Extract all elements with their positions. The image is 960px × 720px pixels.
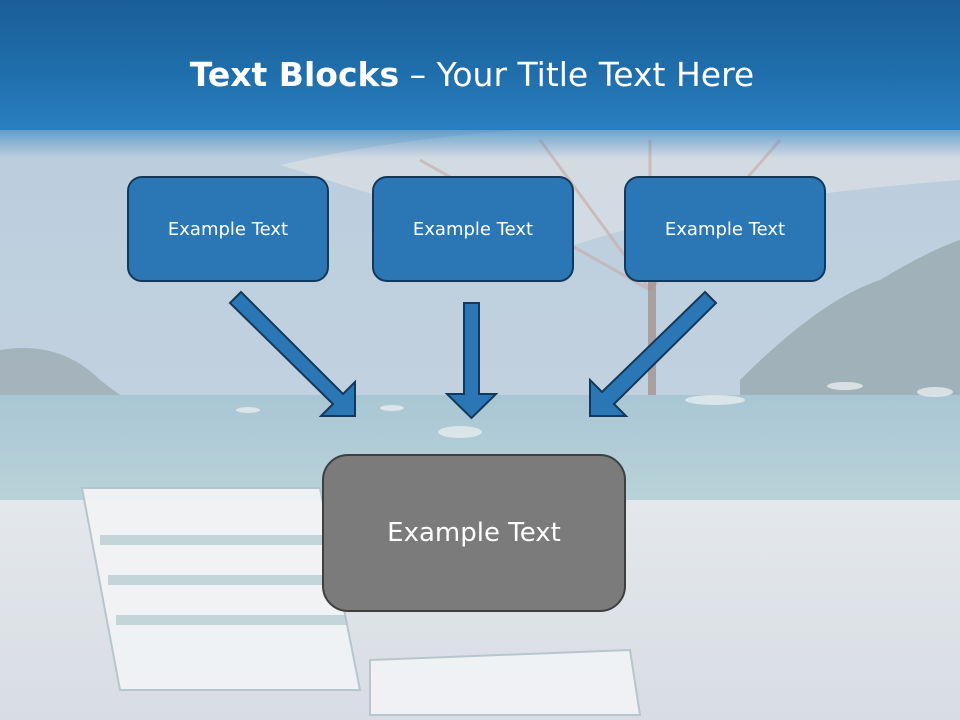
- title-rest-text: Your Title Text Here: [436, 55, 755, 94]
- text-block-3-label: Example Text: [664, 218, 786, 240]
- text-block-2[interactable]: Example Text: [372, 176, 574, 282]
- result-text-block[interactable]: Example Text: [322, 454, 626, 612]
- text-block-1-label: Example Text: [167, 218, 289, 240]
- slide-title: Text Blocks – Your Title Text Here: [0, 52, 944, 98]
- text-block-2-label: Example Text: [412, 218, 534, 240]
- text-block-3[interactable]: Example Text: [624, 176, 826, 282]
- title-bar: [0, 0, 960, 130]
- title-bold-text: Text Blocks: [189, 55, 400, 94]
- text-block-1[interactable]: Example Text: [127, 176, 329, 282]
- title-dash: –: [399, 55, 437, 94]
- title-bar-fade: [0, 118, 960, 158]
- result-text-block-label: Example Text: [387, 518, 561, 548]
